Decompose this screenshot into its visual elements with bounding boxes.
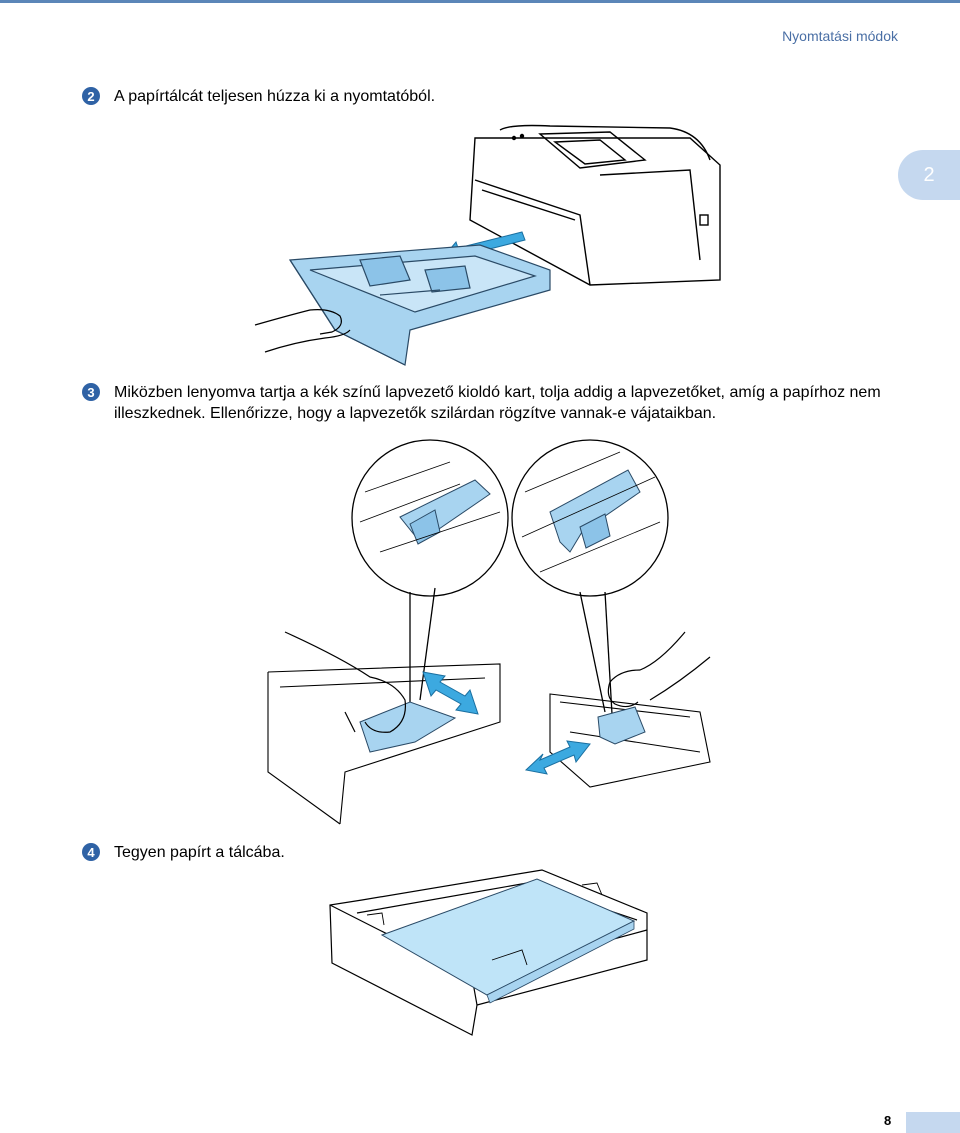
step-2: 2 A papírtálcát teljesen húzza ki a nyom…	[82, 86, 904, 107]
step-text: A papírtálcát teljesen húzza ki a nyomta…	[114, 88, 436, 105]
step-number-badge: 2	[82, 87, 100, 105]
page-number-tab	[906, 1112, 960, 1133]
chapter-tab: 2	[898, 150, 960, 200]
printer-tray-removal-illustration	[254, 124, 721, 366]
paper-guide-adjustment-illustration	[267, 439, 711, 825]
top-rule	[0, 0, 960, 3]
step-4: 4 Tegyen papírt a tálcába.	[82, 842, 904, 863]
step-number-badge: 3	[82, 383, 100, 401]
step-text: Miközben lenyomva tartja a kék színű lap…	[114, 384, 881, 422]
step-number-badge: 4	[82, 843, 100, 861]
paper-in-tray-illustration	[329, 869, 648, 1036]
page-number: 8	[884, 1113, 892, 1128]
step-text: Tegyen papírt a tálcába.	[114, 844, 285, 861]
section-title: Nyomtatási módok	[782, 28, 898, 44]
step-3: 3 Miközben lenyomva tartja a kék színű l…	[82, 382, 904, 424]
